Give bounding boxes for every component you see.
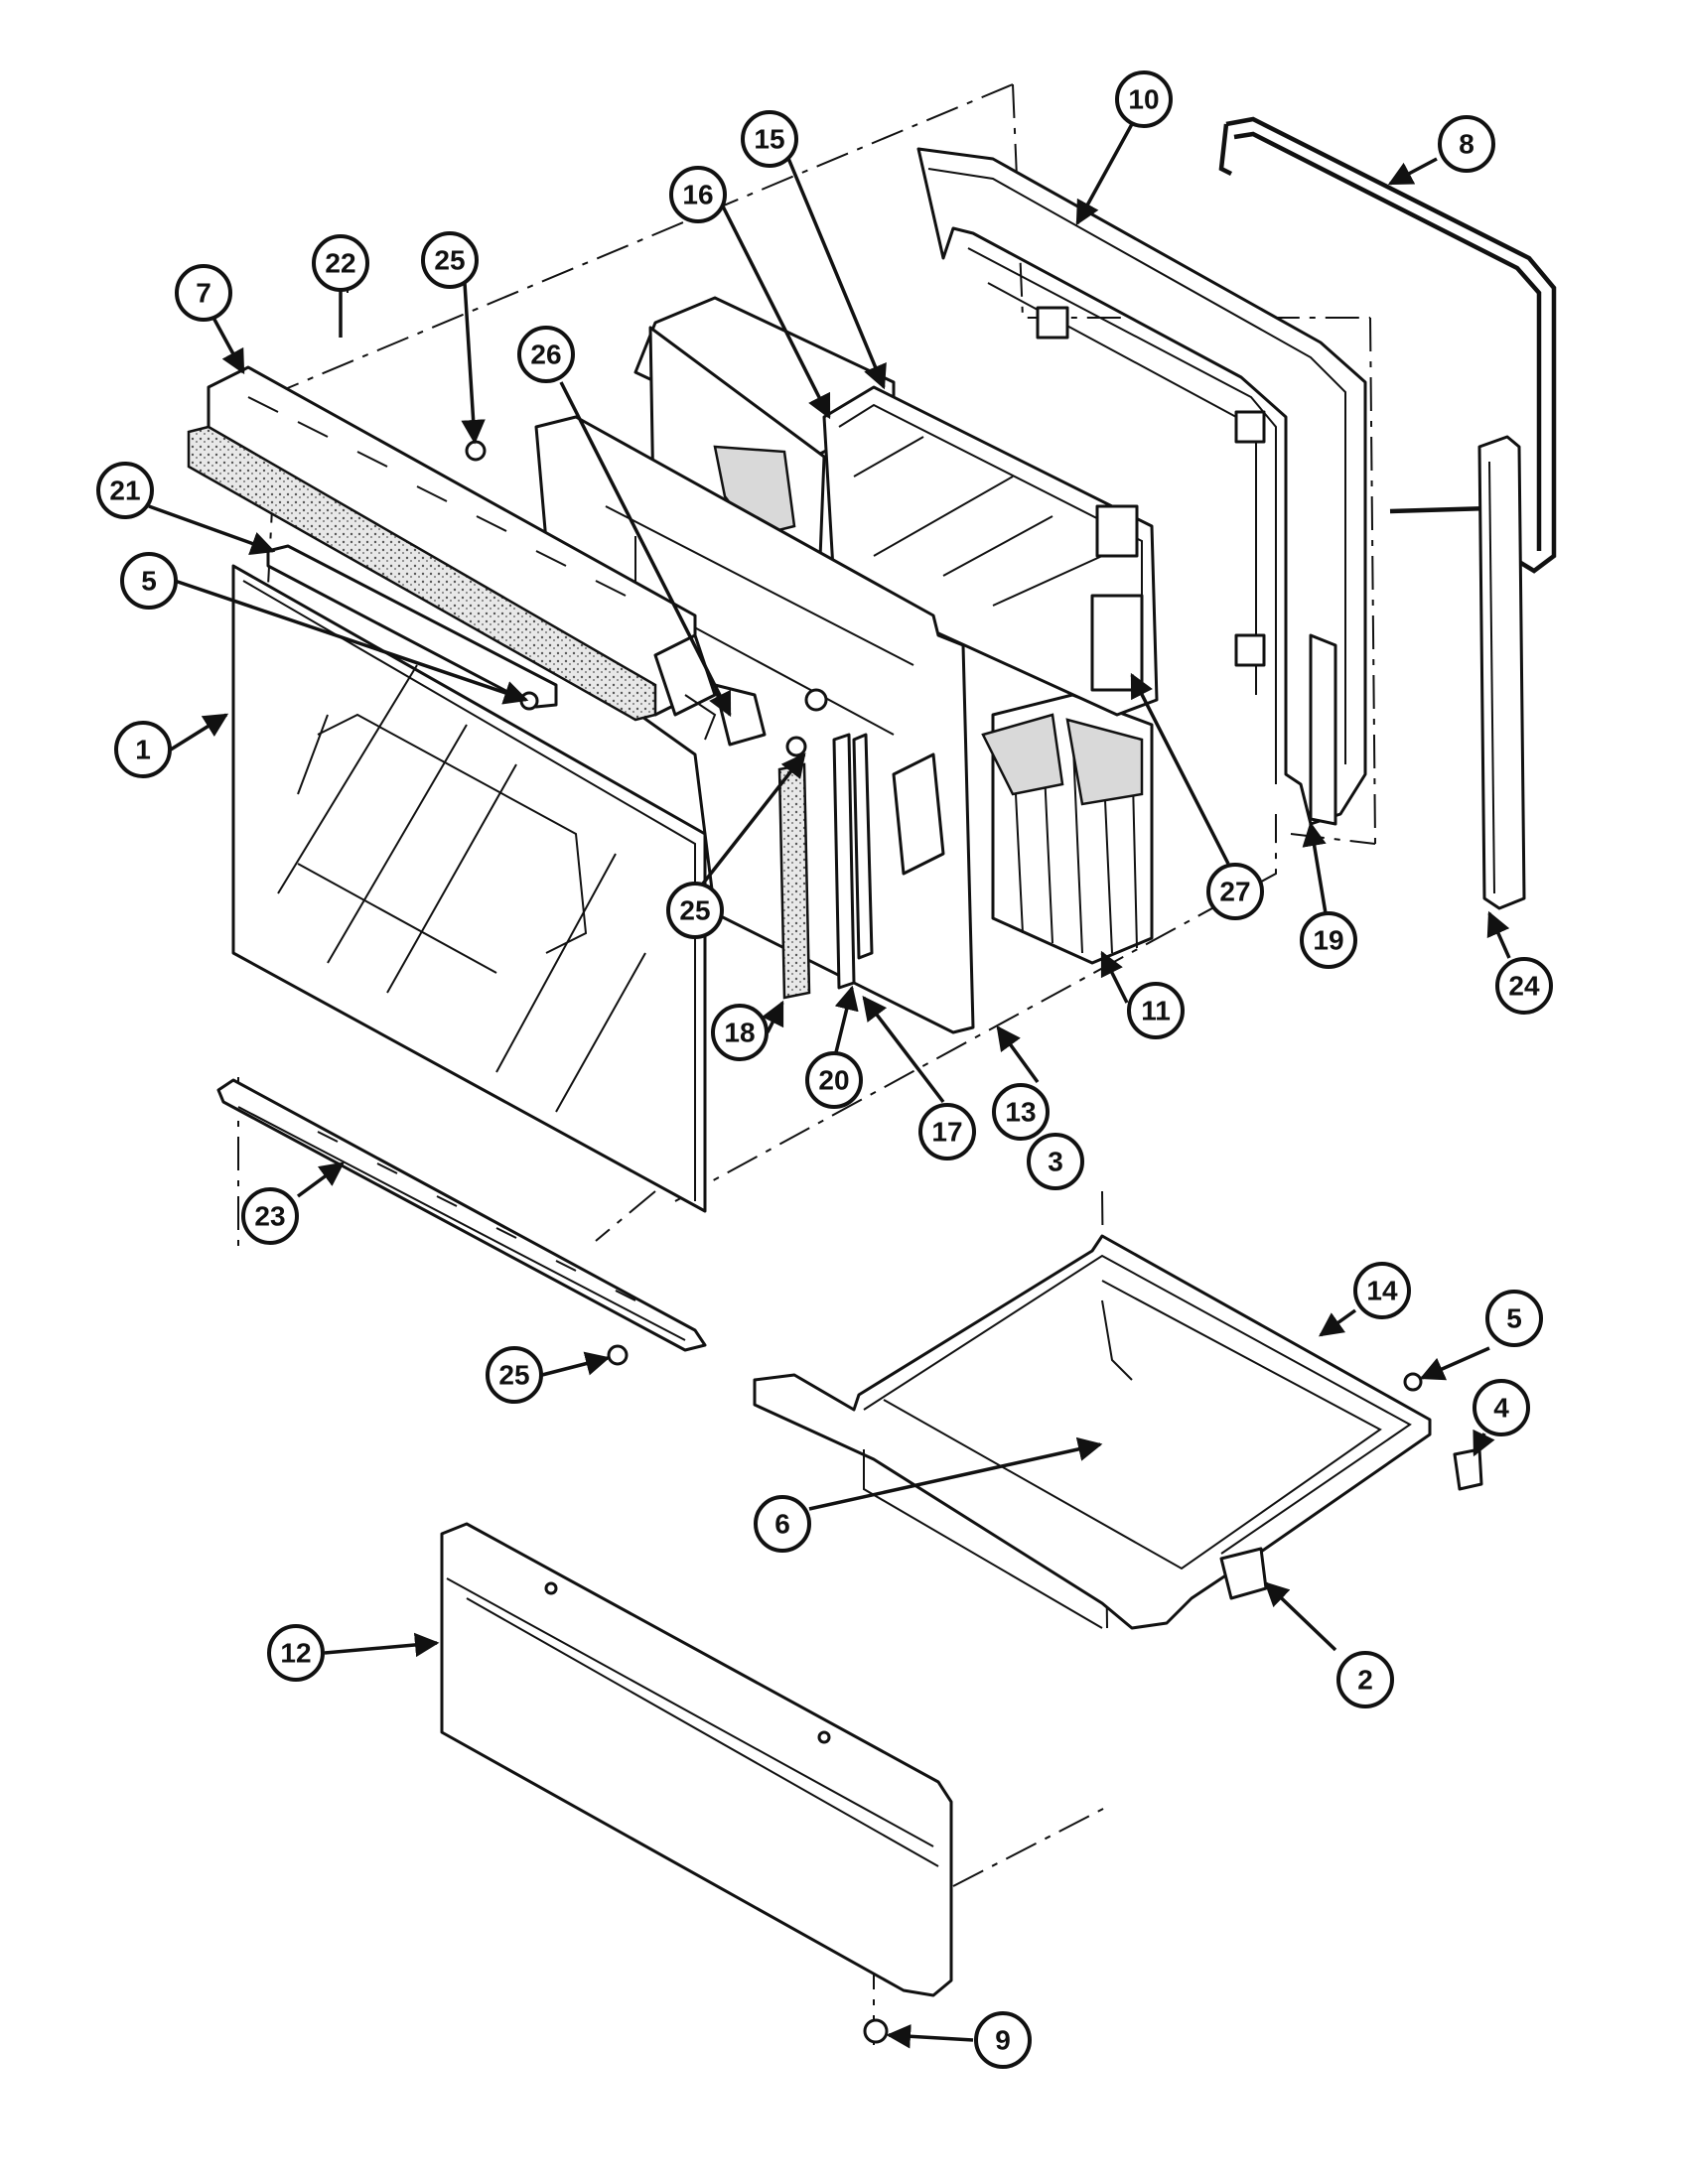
callout-11: 11 bbox=[1127, 982, 1185, 1039]
drawer-pan bbox=[753, 1234, 1432, 1630]
svg-text:2: 2 bbox=[1357, 1665, 1373, 1696]
svg-text:12: 12 bbox=[280, 1638, 311, 1669]
svg-text:7: 7 bbox=[196, 278, 211, 309]
callout-8: 8 bbox=[1438, 115, 1495, 173]
callout-6: 6 bbox=[754, 1495, 811, 1553]
callout-25-top: 25 bbox=[421, 231, 479, 289]
svg-text:22: 22 bbox=[325, 248, 355, 279]
svg-text:1: 1 bbox=[135, 735, 151, 765]
side-channel bbox=[832, 733, 874, 990]
callout-16: 16 bbox=[669, 166, 727, 223]
svg-text:14: 14 bbox=[1366, 1276, 1398, 1306]
callout-23: 23 bbox=[241, 1187, 299, 1245]
callout-20: 20 bbox=[805, 1051, 863, 1109]
svg-text:25: 25 bbox=[679, 895, 710, 926]
callout-9: 9 bbox=[974, 2011, 1032, 2069]
callout-2: 2 bbox=[1336, 1651, 1394, 1708]
callout-21: 21 bbox=[96, 462, 154, 519]
callout-19: 19 bbox=[1300, 911, 1357, 969]
callout-15: 15 bbox=[741, 110, 798, 168]
svg-text:16: 16 bbox=[682, 180, 713, 210]
svg-text:13: 13 bbox=[1005, 1097, 1036, 1128]
svg-text:4: 4 bbox=[1493, 1393, 1509, 1424]
svg-text:10: 10 bbox=[1128, 84, 1159, 115]
callout-1: 1 bbox=[114, 721, 172, 778]
svg-text:6: 6 bbox=[774, 1509, 790, 1540]
svg-text:17: 17 bbox=[931, 1117, 962, 1148]
svg-text:21: 21 bbox=[109, 476, 140, 506]
svg-text:27: 27 bbox=[1219, 877, 1250, 907]
svg-text:26: 26 bbox=[530, 340, 561, 370]
svg-text:15: 15 bbox=[754, 124, 784, 155]
leader-lines bbox=[148, 123, 1511, 2049]
svg-text:3: 3 bbox=[1048, 1147, 1063, 1177]
callout-22: 22 bbox=[312, 234, 369, 292]
callout-3: 3 bbox=[1027, 1133, 1084, 1190]
drawer-glide bbox=[1453, 1447, 1483, 1491]
callout-10: 10 bbox=[1115, 70, 1173, 128]
fasteners bbox=[335, 248, 1423, 2044]
callout-17: 17 bbox=[918, 1103, 976, 1160]
callout-12: 12 bbox=[267, 1624, 325, 1682]
callout-26: 26 bbox=[517, 326, 575, 383]
svg-text:20: 20 bbox=[818, 1065, 849, 1096]
door-frame bbox=[916, 147, 1367, 826]
svg-text:19: 19 bbox=[1313, 925, 1343, 956]
svg-text:24: 24 bbox=[1508, 971, 1540, 1002]
drawer-front bbox=[440, 1522, 953, 1997]
svg-text:23: 23 bbox=[254, 1201, 285, 1232]
callout-27: 27 bbox=[1206, 863, 1264, 920]
svg-text:25: 25 bbox=[498, 1360, 529, 1391]
trim-rail bbox=[266, 544, 558, 709]
callout-18: 18 bbox=[711, 1004, 769, 1061]
bottom-rail bbox=[216, 1078, 707, 1352]
callout-5-upper: 5 bbox=[120, 552, 178, 610]
callout-7: 7 bbox=[175, 264, 232, 322]
svg-text:8: 8 bbox=[1459, 129, 1474, 160]
callout-24: 24 bbox=[1495, 957, 1553, 1015]
callout-4: 4 bbox=[1473, 1379, 1530, 1436]
top-trim-panel bbox=[187, 365, 717, 722]
svg-text:5: 5 bbox=[141, 566, 157, 597]
callout-13: 13 bbox=[992, 1083, 1050, 1141]
svg-text:11: 11 bbox=[1141, 996, 1171, 1026]
callout-25-middle: 25 bbox=[666, 882, 724, 939]
svg-text:5: 5 bbox=[1506, 1303, 1522, 1334]
callout-5-lower: 5 bbox=[1485, 1290, 1543, 1347]
outer-door-glass bbox=[231, 564, 707, 1213]
svg-text:18: 18 bbox=[724, 1018, 755, 1048]
svg-text:25: 25 bbox=[434, 245, 465, 276]
callout-25-bottom: 25 bbox=[486, 1346, 543, 1404]
foam-strip bbox=[777, 762, 811, 1000]
svg-text:9: 9 bbox=[995, 2025, 1011, 2056]
door-side-trim bbox=[1477, 435, 1526, 910]
callout-14: 14 bbox=[1353, 1262, 1411, 1319]
